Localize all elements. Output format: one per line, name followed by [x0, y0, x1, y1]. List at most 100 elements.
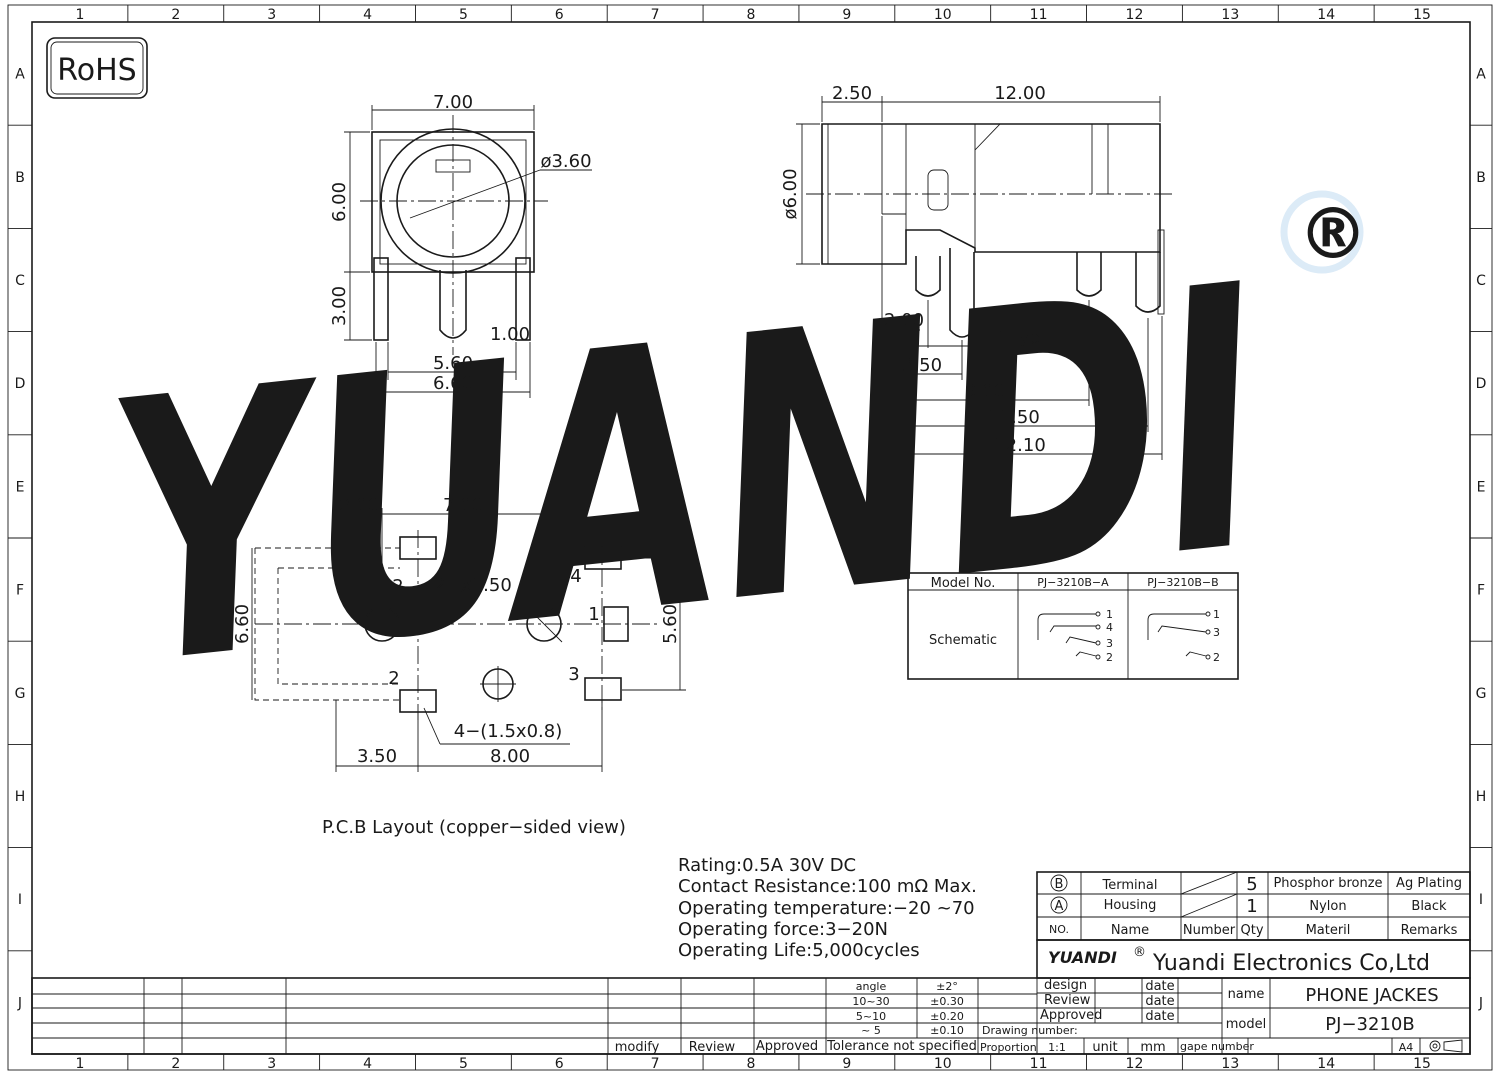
sign-design: design	[1044, 978, 1087, 993]
column-label: 2	[171, 7, 180, 23]
date-design: date	[1145, 979, 1174, 994]
company-block: YUANDI ® Yuandi Electronics Co,Ltd	[1036, 939, 1471, 979]
bom-header-material: Materil	[1306, 923, 1351, 938]
column-label: 11	[1030, 7, 1048, 23]
title-block: angle ±2° 10~30 ±0.30 5~10 ±0.20 ~ 5 ±0.…	[31, 977, 1471, 1055]
schematic-b-pin-2: 2	[1213, 651, 1220, 664]
bom-table: B A Terminal Housing 5 1 Phosphor bronze…	[1036, 871, 1471, 941]
label-review: Review	[689, 1040, 736, 1055]
row-label: E	[1477, 479, 1486, 495]
schematic-a-pin-1: 1	[1106, 608, 1113, 621]
column-label: 1	[75, 1056, 84, 1072]
dim-front-height: 6.00	[329, 182, 350, 222]
rohs-badge: RoHS	[46, 37, 148, 99]
column-label: 7	[651, 7, 660, 23]
bom-header-name: Name	[1111, 923, 1149, 938]
column-label: 3	[267, 7, 276, 23]
row-label: C	[1476, 273, 1486, 289]
name-label: name	[1228, 987, 1265, 1002]
row-label: E	[16, 479, 25, 495]
row-label: H	[15, 789, 26, 805]
label-approved: Approved	[756, 1039, 818, 1054]
spec-line: Operating temperature:−20 ~70	[678, 898, 975, 919]
column-label: 13	[1221, 7, 1239, 23]
column-label: 6	[555, 7, 564, 23]
pin-label-3: 3	[568, 664, 579, 685]
column-label: 5	[459, 7, 468, 23]
bom-name-housing: Housing	[1104, 898, 1157, 913]
dim-side-pin3: 9.00	[965, 381, 1005, 402]
row-label: F	[16, 583, 24, 599]
paper-size: A4	[1399, 1041, 1414, 1054]
dim-front-inner: 5.60	[433, 353, 473, 374]
column-label: 10	[934, 1056, 952, 1072]
schematic-header-a: PJ−3210B−A	[1037, 576, 1109, 589]
row-label: G	[1476, 686, 1487, 702]
projection-symbol-icon	[1429, 1039, 1463, 1053]
dim-side-pin4: 11.50	[988, 407, 1040, 428]
dim-side-front: 2.50	[832, 83, 872, 104]
bom-header-no: NO.	[1049, 923, 1069, 936]
bom-mark-b: B	[1055, 877, 1064, 892]
schematic-a-pin-2: 2	[1106, 651, 1113, 664]
column-label: 14	[1317, 1056, 1335, 1072]
row-label: H	[1476, 789, 1487, 805]
column-label: 9	[842, 7, 851, 23]
tol-10-30-value: ±0.30	[930, 995, 964, 1008]
company-logo-reg: ®	[1133, 945, 1146, 960]
bom-header-remarks: Remarks	[1401, 923, 1458, 938]
dim-pcb-left: 2.00	[339, 495, 379, 516]
unit-label: unit	[1092, 1040, 1117, 1055]
watermark-reg: ®	[1298, 193, 1368, 275]
bom-remarks-housing: Black	[1411, 899, 1447, 914]
row-label: A	[1476, 67, 1486, 83]
watermark: YUANDI ®	[94, 190, 1368, 745]
pcb-caption: P.C.B Layout (copper−sided view)	[322, 817, 626, 838]
bom-material-housing: Nylon	[1309, 899, 1346, 914]
proportion-value: 1:1	[1048, 1041, 1066, 1054]
dim-pcb-right-height: 5.60	[660, 604, 681, 644]
dim-front-diameter: ø3.60	[540, 151, 591, 172]
pin-label-2-top: 2	[392, 576, 403, 597]
drawing-number-label: Drawing number:	[982, 1024, 1078, 1037]
dim-pcb-height: 6.60	[232, 604, 253, 644]
model-label: model	[1226, 1017, 1266, 1032]
proportion-label: Proportion	[980, 1041, 1037, 1054]
spec-line: Contact Resistance:100 mΩ Max.	[678, 876, 977, 897]
column-label: 2	[171, 1056, 180, 1072]
front-view: 7.00 ø3.60 6.00 3.00 1.00 5.60 6.60	[329, 92, 592, 398]
tol-5-10-value: ±0.20	[930, 1010, 964, 1023]
column-label: 11	[1030, 1056, 1048, 1072]
schematic-b-pin-1: 1	[1213, 608, 1220, 621]
column-label: 4	[363, 7, 372, 23]
dim-pcb-pads: 4−(1.5x0.8)	[454, 721, 562, 742]
bom-mark-a: A	[1055, 899, 1064, 914]
tol-5-value: ±0.10	[930, 1024, 964, 1037]
bom-name-terminal: Terminal	[1102, 878, 1158, 893]
column-label: 12	[1126, 1056, 1144, 1072]
bom-qty-housing: 1	[1246, 896, 1257, 917]
dim-side-pin-width: 1Typ.	[998, 328, 1045, 349]
dim-side-pin1: 2.00	[884, 310, 924, 331]
dim-front-outer: 6.60	[433, 373, 473, 394]
row-label: F	[1477, 583, 1485, 599]
bom-header-qty: Qty	[1240, 923, 1263, 938]
tol-angle-label: angle	[856, 980, 887, 993]
column-label: 7	[651, 1056, 660, 1072]
sign-approved: Approved	[1040, 1008, 1102, 1023]
row-label: D	[15, 376, 26, 392]
column-label: 14	[1317, 7, 1335, 23]
column-label: 1	[75, 7, 84, 23]
dim-pcb-holes: 7.00	[443, 495, 483, 516]
company-name: Yuandi Electronics Co,Ltd	[1152, 951, 1430, 976]
column-label: 8	[747, 7, 756, 23]
row-label: J	[17, 995, 22, 1011]
row-label: D	[1476, 376, 1487, 392]
label-tolerance: Tolerance not specified	[826, 1039, 977, 1054]
row-label: B	[15, 170, 25, 186]
bom-header-number: Number	[1183, 923, 1236, 938]
bom-material-terminal: Phosphor bronze	[1273, 876, 1382, 891]
label-modify: modify	[615, 1040, 660, 1055]
column-label: 15	[1413, 1056, 1431, 1072]
